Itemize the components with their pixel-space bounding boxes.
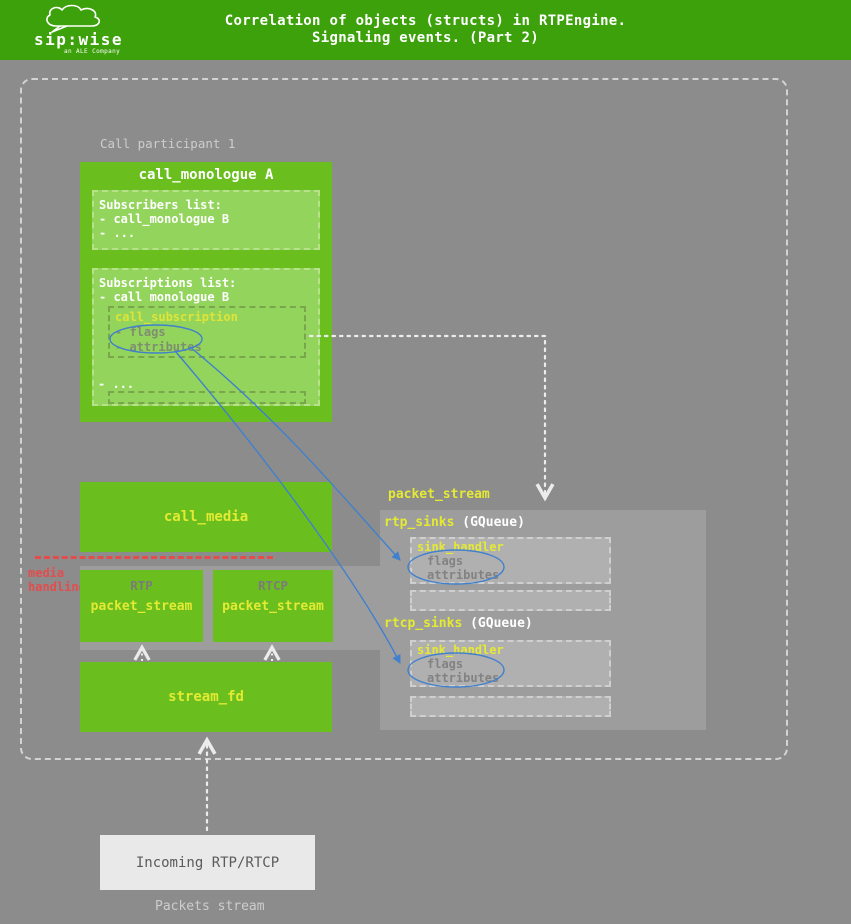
rtcp-sinks-type: (GQueue) xyxy=(470,616,533,631)
rtcp-label: RTCP xyxy=(257,578,289,593)
rtcp-packet-stream-title: packet_stream xyxy=(222,599,324,614)
subscribers-item: - call_monologue B xyxy=(99,212,230,226)
rtcp-sink-handler-box: sink_handler flags attributes xyxy=(410,640,611,687)
media-handling-divider xyxy=(35,556,273,559)
subscribers-item-more: - ... xyxy=(99,226,136,240)
call-subscription-attributes: - attributes xyxy=(115,340,202,354)
rtp-sinks-type: (GQueue) xyxy=(462,515,525,530)
subscribers-list-title: Subscribers list: xyxy=(99,198,222,212)
page-title-line-2: Signaling events. (Part 2) xyxy=(312,30,539,46)
rtcp-packet-stream-box: RTCP packet_stream xyxy=(213,570,333,642)
sipwise-logo: sip:wise an ALE Company xyxy=(34,3,154,58)
rtcp-sinks-heading: rtcp_sinks (GQueue) xyxy=(384,616,533,631)
incoming-rtp-box: Incoming RTP/RTCP xyxy=(100,835,315,890)
rtcp-sink-handler-flags: flags xyxy=(427,657,464,671)
stream-fd-box: stream_fd xyxy=(80,662,332,732)
rtcp-sink-handler-title: sink_handler xyxy=(417,643,504,657)
subscribers-list-box: Subscribers list: - call_monologue B - .… xyxy=(92,190,320,250)
speech-cloud-icon xyxy=(46,4,101,33)
diagram-frame xyxy=(20,78,788,760)
rtp-packet-stream-box: RTP packet_stream xyxy=(80,570,203,642)
media-handling-label-line2: handling xyxy=(28,580,86,594)
call-subscription-flags: - flags xyxy=(115,325,166,339)
rtp-sinks-heading: rtp_sinks (GQueue) xyxy=(384,515,525,530)
rtp-sink-handler-title: sink_handler xyxy=(417,540,504,554)
call-subscription-title: call_subscription xyxy=(115,310,238,324)
subscriptions-item: - call monologue B xyxy=(99,290,230,304)
subscription-empty-slot xyxy=(108,391,306,404)
page-title: Correlation of objects (structs) in RTPE… xyxy=(0,13,851,47)
stream-fd-title: stream_fd xyxy=(168,689,244,705)
media-handling-label-line1: media xyxy=(28,566,65,580)
rtp-label: RTP xyxy=(130,578,153,593)
subscriptions-item-more: - ... xyxy=(98,377,135,391)
rtcp-sink-handler-attributes: attributes xyxy=(427,671,500,685)
call-participant-label: Call participant 1 xyxy=(100,136,236,151)
rtcp-sinks-empty-slot xyxy=(410,696,611,717)
rtp-sink-handler-attributes: attributes xyxy=(427,568,500,582)
media-handling-label: media handling xyxy=(28,566,86,594)
logo-text: sip:wise xyxy=(34,30,124,49)
rtp-sinks-empty-slot xyxy=(410,590,611,611)
call-monologue-title: call_monologue A xyxy=(138,167,274,183)
logo-tagline: an ALE Company xyxy=(64,48,121,55)
page-title-line-1: Correlation of objects (structs) in RTPE… xyxy=(224,13,627,29)
rtp-sink-handler-flags: flags xyxy=(427,554,464,568)
call-subscription-box: call_subscription - flags - attributes xyxy=(108,306,306,358)
packets-stream-label: Packets stream xyxy=(155,899,265,914)
call-media-title: call_media xyxy=(163,509,249,525)
app-header: sip:wise an ALE Company Correlation of o… xyxy=(0,0,851,60)
rtp-sinks-name: rtp_sinks xyxy=(384,515,455,530)
subscriptions-list-title: Subscriptions list: xyxy=(99,276,237,290)
incoming-rtp-label: Incoming RTP/RTCP xyxy=(135,854,280,871)
rtp-sink-handler-box: sink_handler flags attributes xyxy=(410,537,611,584)
rtcp-sinks-name: rtcp_sinks xyxy=(384,616,463,631)
packet-stream-heading: packet_stream xyxy=(388,487,490,502)
call-media-box: call_media xyxy=(80,482,332,552)
rtp-packet-stream-title: packet_stream xyxy=(90,599,193,614)
